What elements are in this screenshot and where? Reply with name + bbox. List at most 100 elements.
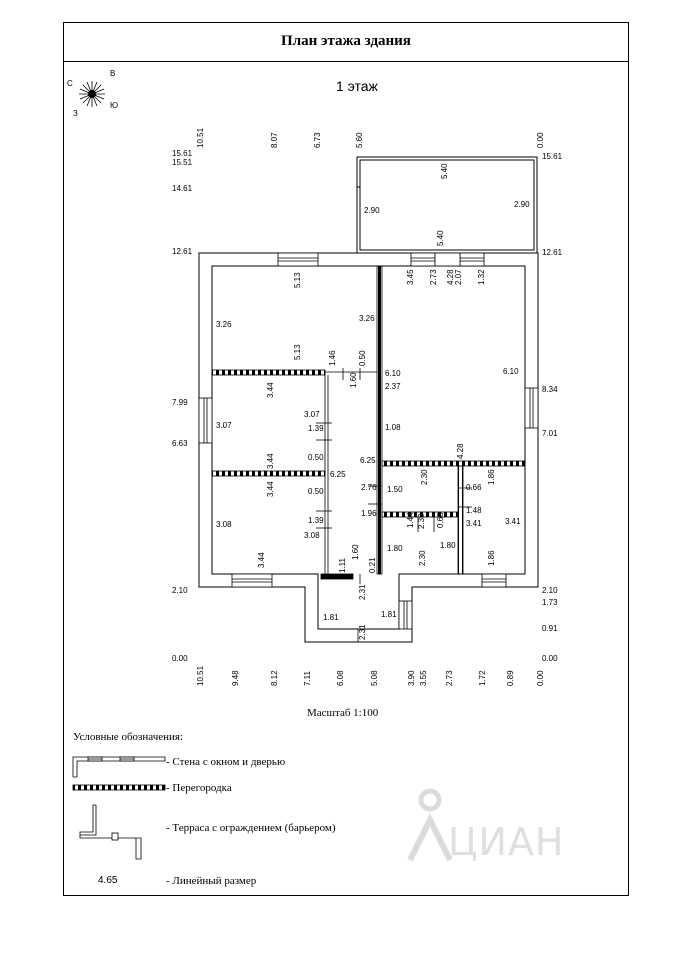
dimension-label: 2.30: [420, 469, 429, 485]
dimension-label: 6.10: [503, 367, 519, 376]
dimension-label: 1.39: [308, 424, 324, 433]
legend-label-wall: - Стена с окном и дверью: [166, 756, 286, 768]
axis-label: 7.01: [542, 429, 558, 438]
axis-label: 0.00: [536, 132, 545, 148]
compass-n: С: [67, 79, 73, 88]
dimension-label: 3.26: [216, 320, 232, 329]
axis-label: 3.55: [419, 670, 428, 686]
axis-label: 0.00: [536, 670, 545, 686]
axis-label: 0.00: [542, 654, 558, 663]
dimension-label: 3.45: [406, 269, 415, 285]
compass-e: В: [110, 69, 115, 78]
windows: [198, 252, 539, 630]
legend-terrace-sample: [79, 804, 142, 860]
dimension-label: 1.11: [338, 557, 347, 573]
dimension-label: 2.31: [358, 624, 367, 640]
axis-label: 6.73: [313, 132, 322, 148]
legend-label-dimension: - Линейный размер: [166, 875, 257, 887]
dimension-label: 1.86: [487, 469, 496, 485]
dimension-label: 1.39: [308, 516, 324, 525]
axis-label: 2.10: [542, 586, 558, 595]
scale-label: Масштаб 1:100: [307, 707, 379, 719]
dimension-label: 2.90: [364, 206, 380, 215]
dimension-label: 2.30: [418, 550, 427, 566]
dimension-label: 1.60: [349, 372, 358, 388]
bottom-axis: 10.51 9.48 8.12 7.11 6.08 5.08 3.90 3.55…: [196, 665, 545, 686]
dimension-label: 1.81: [323, 613, 339, 622]
dimension-label: 2.37: [385, 382, 401, 391]
axis-label: 6.08: [336, 670, 345, 686]
axis-label: 12.61: [172, 247, 193, 256]
dimension-label: 3.41: [505, 517, 521, 526]
thin-partitions: [316, 368, 472, 642]
right-axis: 15.61 12.61 8.34 7.01 2.10 1.73 0.91 0.0…: [542, 152, 563, 663]
dimension-label: 2.76: [361, 483, 377, 492]
axis-label: 8.34: [542, 385, 558, 394]
dimension-label: 0.50: [308, 487, 324, 496]
dimension-label: 2.31: [358, 584, 367, 600]
axis-label: 6.63: [172, 439, 188, 448]
title-row: План этажа здания: [63, 22, 629, 62]
dimension-label: 1.50: [387, 485, 403, 494]
axis-label: 15.61: [542, 152, 563, 161]
axis-label: 8.07: [270, 132, 279, 148]
axis-label: 8.12: [270, 670, 279, 686]
dimension-label: 2.07: [454, 269, 463, 285]
dimension-label: 2.73: [429, 269, 438, 285]
legend-wall-sample: [72, 756, 166, 778]
dimension-label: 3.44: [257, 552, 266, 568]
dimension-label: 1.08: [385, 423, 401, 432]
axis-label: 15.61: [172, 149, 193, 158]
dimension-label: 0.21: [368, 557, 377, 573]
dimension-label: 4.28: [446, 269, 455, 285]
top-axis: 10.51 8.07 6.73 5.60 0.00: [196, 127, 545, 148]
dimension-label: 5.40: [436, 230, 445, 246]
dimension-label: 1.96: [361, 509, 377, 518]
axis-label: 15.51: [172, 158, 193, 167]
dimension-label: 3.26: [359, 314, 375, 323]
axis-label: 7.99: [172, 398, 188, 407]
axis-label: 2.73: [445, 670, 454, 686]
axis-label: 5.60: [355, 132, 364, 148]
dimension-label: 3.41: [466, 519, 482, 528]
dimension-label: 1.86: [487, 550, 496, 566]
compass-s: Ю: [110, 101, 118, 110]
dimension-label: 3.44: [266, 453, 275, 469]
dimension-label: 0.50: [308, 453, 324, 462]
page-title: План этажа здания: [281, 33, 411, 49]
compass-icon: С В Ю З: [67, 69, 118, 118]
dimension-label: 0.63: [436, 512, 445, 528]
dimension-label: 2.90: [514, 200, 530, 209]
dimension-label: 6.25: [330, 470, 346, 479]
dimension-label: 1.32: [477, 269, 486, 285]
compass-w: З: [73, 109, 78, 118]
legend-label-terrace: - Терраса с ограждением (барьером): [166, 822, 336, 834]
dimension-label: 5.13: [293, 272, 302, 288]
drawing-frame: [63, 22, 629, 896]
axis-label: 0.91: [542, 624, 558, 633]
dimension-label: 6.25: [360, 456, 376, 465]
dimension-label: 0.50: [358, 350, 367, 366]
axis-label: 10.51: [196, 127, 205, 148]
dimension-label: 3.08: [304, 531, 320, 540]
legend-label-partition: - Перегородка: [166, 782, 232, 794]
dimension-label: 3.44: [266, 382, 275, 398]
partitions: [211, 265, 526, 575]
dimension-label: 1.46: [328, 350, 337, 366]
legend-dimension-sample: 4.65: [98, 875, 118, 886]
dimension-label: 1.44: [406, 512, 415, 528]
axis-label: 7.11: [303, 670, 312, 686]
axis-label: 0.89: [506, 670, 515, 686]
left-axis: 15.61 15.51 14.61 12.61 7.99 6.63 2.10 0…: [172, 149, 193, 663]
dimension-label: 1.80: [387, 544, 403, 553]
dimension-label: 2.30: [417, 513, 426, 529]
dimension-label: 1.80: [440, 541, 456, 550]
legend-title: Условные обозначения:: [73, 731, 184, 743]
dimension-label: 5.13: [293, 344, 302, 360]
axis-label: 1.73: [542, 598, 558, 607]
axis-label: 14.61: [172, 184, 193, 193]
dimension-label: 4.28: [456, 443, 465, 459]
dimension-label: 3.07: [304, 410, 320, 419]
dimension-label: 1.60: [351, 544, 360, 560]
